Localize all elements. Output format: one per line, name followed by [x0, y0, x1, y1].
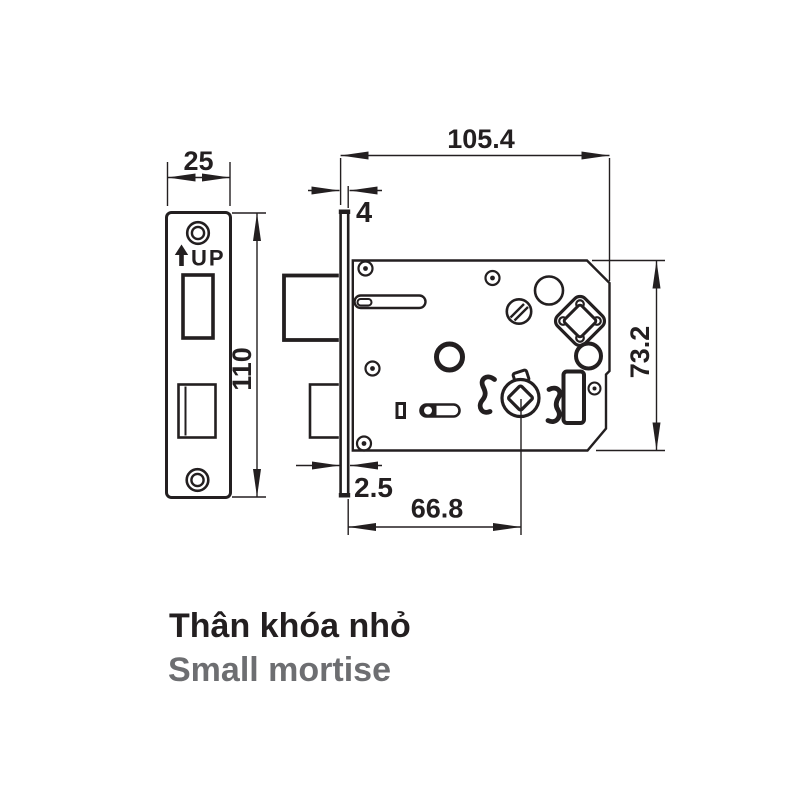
dim-body-length: 105.4 — [339, 124, 611, 281]
dim-lip-thickness-value: 2.5 — [354, 472, 393, 503]
stop-wheel — [574, 341, 603, 371]
screw-hole-bottom — [185, 467, 210, 493]
cylinder-hole — [533, 275, 565, 306]
dim-plate-width: 25 — [166, 146, 231, 206]
dim-plate-height: 110 — [227, 212, 266, 498]
dim-backset: 66.8 — [347, 494, 521, 535]
internal-mechanism — [353, 260, 607, 452]
spindle-hub — [500, 368, 541, 419]
rivet-right — [587, 381, 602, 396]
dim-lip-thickness: 2.5 — [296, 461, 393, 503]
mortise-body-side-view — [282, 209, 611, 502]
up-marking: UP — [174, 244, 226, 271]
caption-vietnamese: Thân khóa nhỏ — [169, 607, 411, 645]
dim-plate-height-value: 110 — [227, 347, 257, 391]
bolt-slot — [561, 369, 586, 425]
dim-body-height: 73.2 — [592, 259, 665, 452]
up-arrow-icon — [174, 244, 189, 266]
up-label: UP — [191, 246, 226, 271]
slide-pin — [419, 403, 461, 418]
rivet-top-center — [484, 269, 501, 287]
latch-cutout — [181, 273, 215, 340]
faceplate-edge-strip — [338, 209, 351, 502]
screw-hole-top — [185, 220, 211, 246]
square-follower — [553, 294, 607, 348]
deadbolt-cutout — [177, 383, 217, 439]
dead-bolt — [308, 383, 343, 439]
rivet-top-left — [357, 260, 374, 277]
guide-slot-top — [353, 294, 427, 310]
faceplate-front-view: UP — [165, 211, 232, 499]
dim-plate-thickness: 4 — [308, 186, 382, 229]
rivet-middle-left — [364, 360, 381, 377]
spring-left — [477, 374, 497, 415]
dim-body-length-value: 105.4 — [447, 124, 515, 154]
latch-bolt — [282, 273, 343, 342]
dim-body-height-value: 73.2 — [625, 326, 655, 379]
pivot-ring — [434, 341, 465, 373]
faceplate-outline — [165, 211, 232, 499]
adjustment-screw — [505, 297, 533, 325]
dim-plate-width-value: 25 — [183, 146, 213, 176]
dim-backset-value: 66.8 — [411, 494, 464, 524]
rivet-bottom-left — [355, 435, 373, 452]
dim-plate-thickness-value: 4 — [356, 197, 372, 229]
spring-right — [545, 385, 563, 424]
caption-english: Small mortise — [168, 651, 391, 689]
stop-block — [395, 402, 406, 419]
